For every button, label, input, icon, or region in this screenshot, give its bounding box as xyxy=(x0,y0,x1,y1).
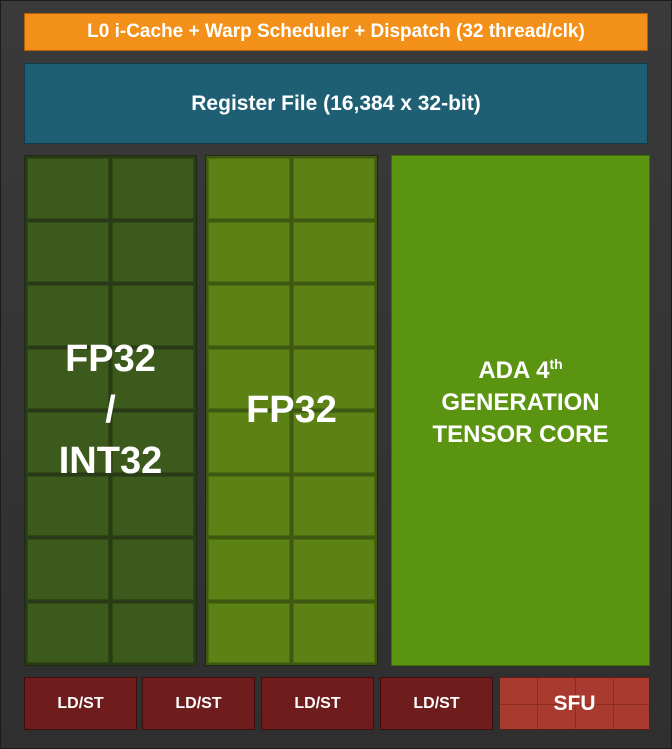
core-cell xyxy=(27,539,109,600)
sfu-divider-vertical xyxy=(537,678,538,729)
core-cell xyxy=(112,602,194,663)
fp32-label: FP32 xyxy=(205,155,378,666)
fp32-int32-line1: FP32 xyxy=(65,338,156,380)
ldst-unit-2: LD/ST xyxy=(142,677,255,730)
core-cell xyxy=(293,221,375,282)
ldst-unit-4: LD/ST xyxy=(380,677,493,730)
core-cell xyxy=(208,348,290,409)
core-cell xyxy=(293,602,375,663)
dispatch-label: L0 i-Cache + Warp Scheduler + Dispatch (… xyxy=(87,21,585,42)
tensor-core-superscript: th xyxy=(549,355,563,372)
sfu-divider-vertical xyxy=(575,678,576,729)
sfu-unit: SFU xyxy=(499,677,650,730)
ldst-unit-label: LD/ST xyxy=(294,694,341,712)
core-cell xyxy=(208,285,290,346)
core-cell xyxy=(208,539,290,600)
core-cell xyxy=(293,475,375,536)
core-cell xyxy=(293,539,375,600)
core-cell xyxy=(112,475,194,536)
ldst-unit-label: LD/ST xyxy=(413,694,460,712)
core-cell xyxy=(112,285,194,346)
core-cell xyxy=(208,412,290,473)
core-cell xyxy=(208,602,290,663)
register-file-label: Register File (16,384 x 32-bit) xyxy=(191,91,481,115)
core-cell xyxy=(293,348,375,409)
core-cell xyxy=(27,221,109,282)
core-cell xyxy=(112,158,194,219)
core-cell xyxy=(112,221,194,282)
core-cell xyxy=(27,285,109,346)
fp32-int32-line3: INT32 xyxy=(58,440,163,482)
core-cell xyxy=(27,412,109,473)
sfu-divider-horizontal xyxy=(500,704,649,705)
register-file-block: Register File (16,384 x 32-bit) xyxy=(24,63,648,144)
sfu-divider-vertical xyxy=(613,678,614,729)
core-cell xyxy=(112,539,194,600)
fp32-int32-core-grid xyxy=(24,155,197,666)
tensor-core-line1-main: ADA 4 xyxy=(478,356,550,384)
dispatch-block: L0 i-Cache + Warp Scheduler + Dispatch (… xyxy=(24,13,648,51)
core-cell xyxy=(293,285,375,346)
tensor-core-line1: ADA 4th xyxy=(478,355,562,387)
core-cell xyxy=(293,158,375,219)
fp32-core-grid xyxy=(205,155,378,666)
fp32-int32-line2: / xyxy=(105,389,116,431)
ldst-unit-3: LD/ST xyxy=(261,677,374,730)
core-cell xyxy=(112,412,194,473)
core-cell xyxy=(27,602,109,663)
core-cell xyxy=(208,475,290,536)
core-cell xyxy=(27,158,109,219)
core-cell xyxy=(208,221,290,282)
ldst-unit-label: LD/ST xyxy=(57,694,104,712)
ldst-unit-1: LD/ST xyxy=(24,677,137,730)
ldst-unit-label: LD/ST xyxy=(175,694,222,712)
tensor-core-line3: TENSOR CORE xyxy=(432,420,609,448)
tensor-core-block: ADA 4th GENERATION TENSOR CORE xyxy=(391,155,650,666)
fp32-label-text: FP32 xyxy=(246,389,337,431)
core-cell xyxy=(293,412,375,473)
core-cell xyxy=(208,158,290,219)
sfu-label: SFU xyxy=(553,691,596,715)
fp32-int32-label: FP32 / INT32 xyxy=(24,155,197,666)
core-cell xyxy=(27,475,109,536)
core-cell xyxy=(27,348,109,409)
tensor-core-line2: GENERATION xyxy=(441,388,600,416)
core-cell xyxy=(112,348,194,409)
